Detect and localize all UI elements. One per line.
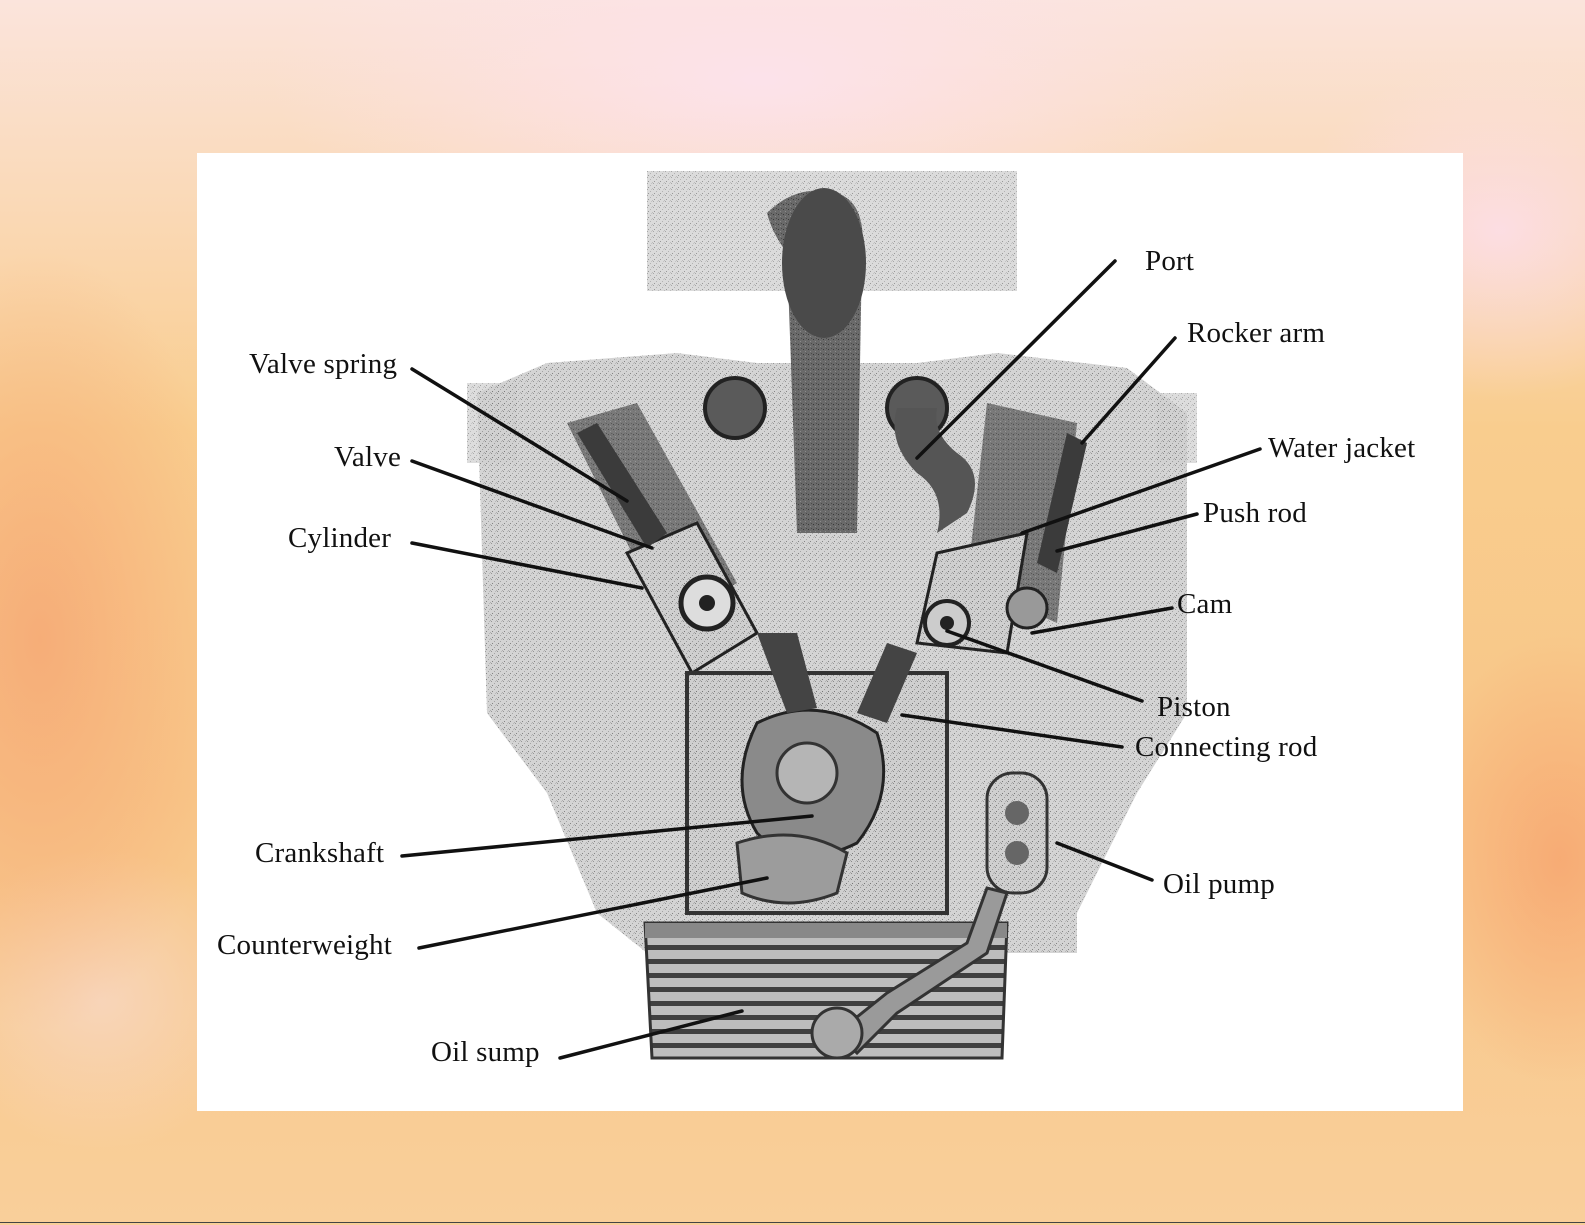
- label-cam: Cam: [1177, 590, 1232, 619]
- bottom-border: [0, 1222, 1585, 1223]
- label-rocker-arm: Rocker arm: [1187, 319, 1325, 348]
- label-oil-sump: Oil sump: [431, 1038, 540, 1067]
- label-port: Port: [1145, 247, 1194, 276]
- engine-diagram-panel: Valve spring Valve Cylinder Crankshaft C…: [197, 153, 1463, 1111]
- label-water-jacket: Water jacket: [1268, 434, 1415, 463]
- label-oil-pump: Oil pump: [1163, 870, 1275, 899]
- label-valve-spring: Valve spring: [249, 350, 397, 379]
- crankcase: [687, 633, 947, 913]
- label-connecting-rod: Connecting rod: [1135, 733, 1317, 762]
- label-cylinder: Cylinder: [288, 524, 391, 553]
- label-piston: Piston: [1157, 693, 1231, 722]
- label-counterweight: Counterweight: [217, 931, 392, 960]
- label-crankshaft: Crankshaft: [255, 839, 384, 868]
- label-push-rod: Push rod: [1203, 499, 1307, 528]
- label-valve: Valve: [334, 443, 401, 472]
- engine-cross-section: [197, 153, 1463, 1111]
